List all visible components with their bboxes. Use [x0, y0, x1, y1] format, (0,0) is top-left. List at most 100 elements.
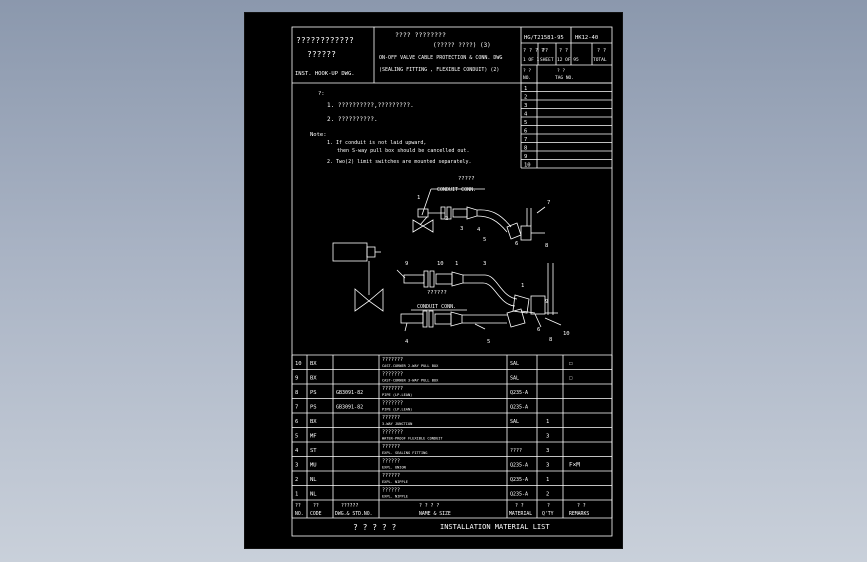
- note-en-1b: then S-way pull box should be cancelled …: [337, 148, 469, 154]
- material-row-name: EXPL. NIPPLE: [382, 495, 408, 499]
- header-no: NO.: [295, 511, 304, 517]
- sheet-q4: ? ?: [597, 48, 606, 54]
- tag-row-no: 4: [524, 112, 528, 118]
- material-row-qty: 1: [546, 419, 549, 425]
- tag-row-no: 3: [524, 103, 527, 109]
- material-row-qty: 3: [546, 463, 549, 469]
- item-balloon: 10: [437, 261, 444, 267]
- note-en-1a: 1. If conduit is not laid upward,: [327, 140, 426, 146]
- tag-row-no: 9: [524, 154, 527, 160]
- title-left-line1: ????????????: [296, 36, 354, 45]
- tag-row-no: 8: [524, 146, 527, 152]
- title-mid-line3: ON-OFF VALVE CABLE PROTECTION & CONN. DW…: [379, 55, 502, 61]
- notes-block: ?: 1. ??????????,?????????. 2. ?????????…: [310, 91, 472, 165]
- material-row-no: 3: [295, 463, 298, 469]
- inner-frame: [291, 26, 613, 537]
- material-row-qty: 1: [546, 477, 549, 483]
- item-balloon: 6: [537, 327, 540, 333]
- material-row-name-q: ??????: [382, 444, 400, 450]
- material-list-title-q: ? ? ? ? ?: [353, 523, 397, 532]
- material-row-std: GB3091-82: [336, 405, 363, 411]
- tag-row-no: 7: [524, 137, 527, 143]
- notes-marker: ?:: [318, 91, 325, 97]
- item-balloon: 5: [483, 237, 486, 243]
- tag-row-no: 1: [524, 86, 527, 92]
- material-row-material: Q235-A: [510, 390, 528, 396]
- material-row-code: PS: [310, 390, 317, 396]
- note-cn-2: 2. ??????????.: [327, 116, 378, 123]
- material-row-name: WATER-PROOF FLEXIBLE CONDUIT: [382, 437, 443, 441]
- tag-header-no: NO.: [523, 75, 531, 81]
- material-row-name-q: ??????: [382, 415, 400, 421]
- material-row-qty: 3: [546, 448, 549, 454]
- header-no-q: ??: [295, 503, 301, 509]
- material-row-qty: 2: [546, 492, 549, 498]
- note-label: Note:: [310, 132, 327, 138]
- header-std: DWG.& STD.NO.: [335, 511, 373, 517]
- header-qty: Q'TY: [542, 511, 554, 517]
- header-remarks-q: ? ?: [577, 503, 586, 509]
- header-code: CODE: [310, 511, 322, 517]
- header-material-q: ? ?: [515, 503, 524, 509]
- tag-header-tag-q: ? ?: [557, 68, 565, 74]
- item-balloon: 7: [547, 200, 550, 206]
- material-row-name-q: ???????: [382, 386, 403, 392]
- header-name: NAME & SIZE: [419, 511, 451, 517]
- header-material: MATERIAL: [509, 511, 532, 517]
- item-balloon: 1: [521, 283, 524, 289]
- title-mid-line1: ???? ????????: [395, 31, 446, 39]
- note-cn-1: 1. ??????????,?????????.: [327, 102, 414, 109]
- tag-row-no: 2: [524, 95, 527, 101]
- title-mid-line2: (????? ????) (3): [433, 42, 491, 49]
- tag-row-no: 5: [524, 120, 527, 126]
- item-balloon: 5: [487, 339, 490, 345]
- drawing-canvas: ???????????? ?????? INST. HOOK-UP DWG. ?…: [291, 26, 613, 537]
- material-row-qty: 3: [546, 434, 549, 440]
- bottom-conduit-label: CONDUIT CONN.: [417, 304, 456, 310]
- material-row-name: EXPL. NIPPLE: [382, 480, 408, 484]
- tag-header-tag: TAG NO.: [555, 75, 574, 81]
- item-balloon: 10: [563, 331, 570, 337]
- title-left-line3: INST. HOOK-UP DWG.: [295, 71, 355, 77]
- item-balloon: 8: [549, 337, 552, 343]
- header-remarks: REMARKS: [569, 511, 589, 517]
- material-row-remark: ☐: [569, 360, 573, 367]
- item-balloon: 3: [483, 261, 486, 267]
- material-row-code: BX: [310, 361, 317, 367]
- sheet-q2: ??: [542, 48, 548, 54]
- tag-row-no: 10: [524, 163, 531, 169]
- tag-header-no-q: ? ?: [523, 68, 531, 74]
- item-balloon: 1: [417, 195, 420, 201]
- material-row-code: BX: [310, 376, 317, 382]
- material-row-name-q: ???????: [382, 401, 403, 407]
- material-row-name-q: ??????: [382, 473, 400, 479]
- top-conduit-q: ?????: [458, 176, 475, 182]
- item-balloon: 2: [445, 216, 448, 222]
- item-balloon: 6: [515, 241, 518, 247]
- title-left-line2: ??????: [307, 50, 336, 59]
- header-qty-q: ?: [547, 503, 550, 509]
- material-row-no: 1: [295, 492, 298, 498]
- sheet-q3: ? ?: [559, 48, 568, 54]
- item-balloon: 8: [545, 243, 548, 249]
- material-row-code: MF: [310, 434, 317, 440]
- conduit-diagram: ????? CONDUIT CONN.: [332, 176, 562, 332]
- material-row-material: Q235-A: [510, 477, 528, 483]
- material-row-no: 9: [295, 376, 298, 382]
- material-row-name: 3-WAY JUNCTION: [382, 422, 412, 426]
- note-en-2: 2. Two(2) limit switches are mounted sep…: [327, 159, 472, 165]
- material-row-name: PIPE (LP.LEAN): [382, 393, 412, 397]
- item-balloon: 3: [460, 226, 463, 232]
- header-code-q: ??: [313, 503, 319, 509]
- material-row-no: 7: [295, 405, 298, 411]
- sheet-q1: ? ? ? ?: [523, 48, 544, 54]
- sheet-of: 1 OF 1: [523, 57, 540, 63]
- material-row-no: 5: [295, 434, 298, 440]
- material-row-name-q: ??????: [382, 459, 400, 465]
- material-row-material: Q235-A: [510, 405, 528, 411]
- material-row-code: MU: [310, 463, 317, 469]
- material-row-remark: F×M: [569, 462, 580, 469]
